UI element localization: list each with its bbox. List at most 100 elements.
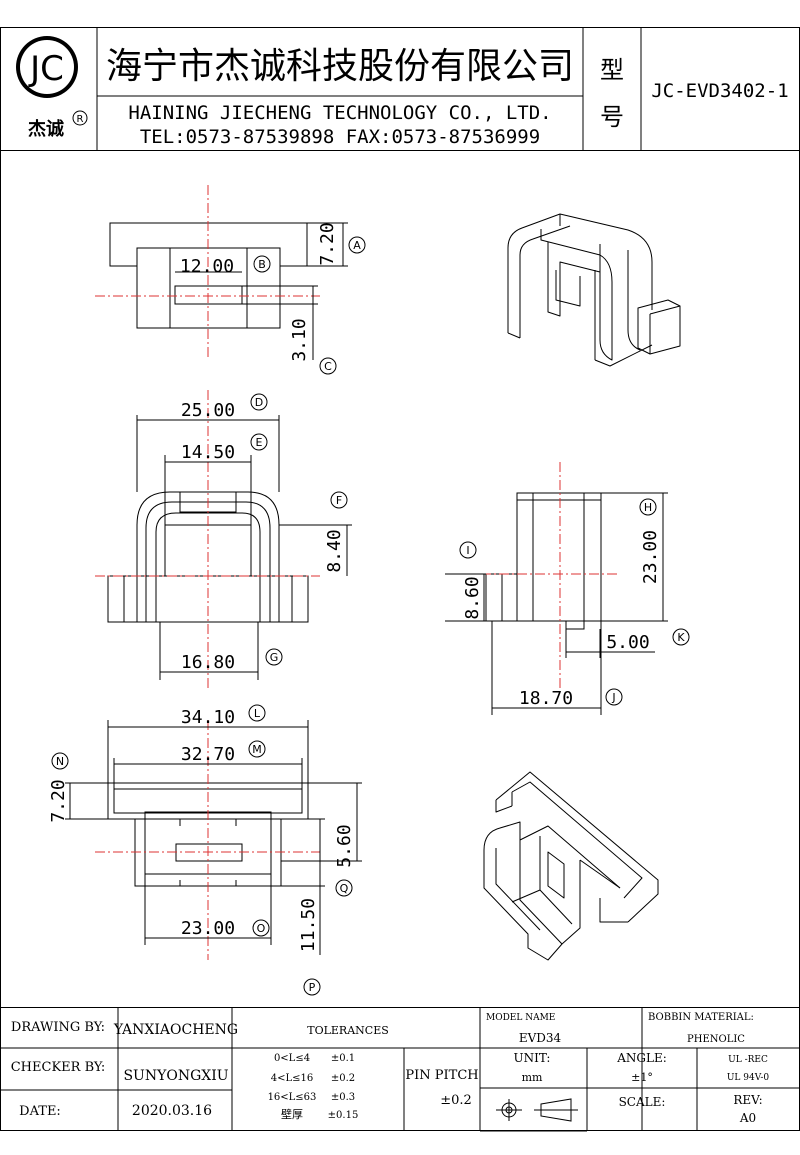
registered-mark: R	[77, 114, 84, 125]
tolerances-label: TOLERANCES	[307, 1024, 389, 1037]
bubble-a: A	[348, 236, 366, 254]
isometric-view-bottom	[483, 771, 659, 961]
svg-text:D: D	[255, 396, 263, 409]
view-bottom	[65, 720, 362, 960]
svg-text:I: I	[466, 544, 469, 557]
angle-label: ANGLE:	[616, 1051, 667, 1065]
bubble-p: P	[303, 978, 321, 996]
drawing-by-value: YANXIAOCHENG	[113, 1022, 238, 1038]
checker-by-label: CHECKER BY:	[11, 1060, 106, 1075]
unit-value: mm	[522, 1071, 543, 1084]
svg-text:Q: Q	[340, 882, 349, 895]
tol-3-value: ±0.3	[331, 1092, 355, 1103]
isometric-view-top	[507, 213, 681, 367]
ul-rating-1: UL -REC	[728, 1055, 768, 1065]
pin-pitch-label: PIN PITCH	[405, 1068, 478, 1083]
dim-value-q: 11.50	[298, 898, 319, 952]
svg-text:M: M	[252, 743, 262, 756]
tol-4-value: ±0.15	[328, 1110, 359, 1121]
dim-value-n: 7.20	[48, 779, 69, 822]
view-front	[95, 390, 352, 690]
company-logo: JC 杰诚 R	[16, 36, 88, 140]
bubble-i: I	[459, 541, 477, 559]
svg-text:N: N	[56, 755, 64, 768]
dim-value-i: 8.60	[462, 576, 483, 619]
header: JC 杰诚 R 海宁市杰诚科技股份有限公司 HAINING JIECHENG T…	[0, 27, 800, 151]
pin-pitch-value: ±0.2	[440, 1093, 472, 1108]
view-top	[95, 185, 348, 360]
bubble-q: Q	[335, 879, 353, 897]
view-side	[445, 462, 668, 715]
tol-3-range: 16<L≤63	[268, 1092, 317, 1103]
svg-text:C: C	[324, 360, 332, 373]
tol-1-value: ±0.1	[331, 1053, 355, 1064]
projection-symbol-icon	[496, 1098, 578, 1122]
bubble-b: B	[253, 255, 271, 273]
date-label: DATE:	[19, 1104, 61, 1119]
dim-value-e: 14.50	[181, 442, 235, 463]
logo-brand: 杰诚	[28, 118, 64, 140]
bubble-d: D	[250, 393, 268, 411]
svg-text:B: B	[258, 258, 266, 271]
svg-text:A: A	[353, 239, 361, 252]
svg-text:H: H	[644, 501, 652, 514]
model-number: JC-EVD3402-1	[651, 80, 788, 102]
svg-text:J: J	[611, 691, 615, 704]
bubble-g: G	[265, 648, 283, 666]
tol-1-range: 0<L≤4	[274, 1053, 310, 1064]
company-name-en: HAINING JIECHENG TECHNOLOGY CO., LTD.	[128, 102, 551, 124]
dim-value-c: 3.10	[289, 318, 310, 361]
bubble-h: H	[639, 498, 657, 516]
checker-by-value: SUNYONGXIU	[123, 1068, 228, 1084]
model-name-label: MODEL NAME	[486, 1013, 555, 1023]
company-name-cn: 海宁市杰诚科技股份有限公司	[106, 46, 574, 87]
bobbin-material-label: BOBBIN MATERIAL:	[648, 1012, 754, 1023]
svg-text:P: P	[309, 981, 316, 994]
svg-text:O: O	[257, 922, 266, 935]
dim-value-m: 32.70	[181, 744, 235, 765]
drawing-by-label: DRAWING BY:	[11, 1020, 105, 1035]
bobbin-material-value: PHENOLIC	[687, 1034, 745, 1045]
bubble-e: E	[250, 433, 268, 451]
title-block	[0, 1007, 800, 1132]
dim-value-h: 23.00	[640, 530, 661, 584]
bubble-l: L	[248, 704, 266, 722]
tol-4-range: 壁厚	[281, 1107, 303, 1121]
svg-text:L: L	[254, 707, 261, 720]
dim-value-b: 12.00	[180, 256, 234, 277]
model-name-value: EVD34	[519, 1031, 562, 1045]
ul-rating-2: UL 94V-0	[727, 1073, 770, 1083]
rev-label: REV:	[733, 1093, 762, 1107]
svg-text:G: G	[270, 651, 279, 664]
date-value: 2020.03.16	[132, 1103, 212, 1119]
bubble-o: O	[252, 919, 270, 937]
scale-label: SCALE:	[619, 1095, 666, 1109]
svg-text:K: K	[677, 631, 685, 644]
svg-text:E: E	[256, 436, 263, 449]
svg-text:F: F	[336, 494, 342, 507]
bubble-f: F	[330, 491, 348, 509]
bubble-k: K	[672, 628, 690, 646]
unit-label: UNIT:	[514, 1051, 551, 1065]
bubble-m: M	[248, 740, 266, 758]
dimension-bubbles: A B C D E F G H I J K L M N O P Q	[51, 236, 690, 996]
dim-value-d: 25.00	[181, 400, 235, 421]
logo-text: JC	[28, 49, 64, 89]
dim-value-g: 16.80	[181, 652, 235, 673]
bubble-j: J	[605, 688, 623, 706]
dim-value-f: 8.40	[324, 529, 345, 572]
dim-value-l: 34.10	[181, 707, 235, 728]
tol-2-range: 4<L≤16	[271, 1073, 314, 1084]
dim-value-a: 7.20	[317, 222, 338, 265]
dim-value-k: 5.00	[606, 632, 649, 653]
tol-2-value: ±0.2	[331, 1073, 355, 1084]
bubble-c: C	[319, 357, 337, 375]
company-contact: TEL:0573-87539898 FAX:0573-87536999	[140, 126, 540, 148]
bubble-n: N	[51, 752, 69, 770]
dim-value-o: 23.00	[181, 918, 235, 939]
model-label-2: 号	[600, 103, 624, 131]
model-label-1: 型	[600, 56, 624, 84]
angle-value: ±1°	[631, 1071, 653, 1084]
dim-value-r: 5.60	[334, 824, 355, 867]
